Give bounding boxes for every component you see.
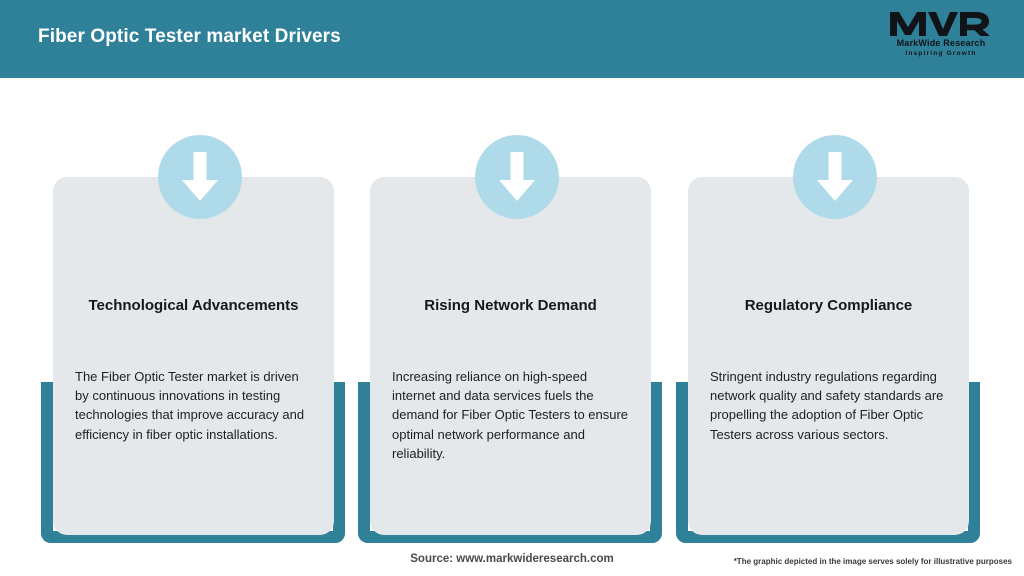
- driver-card-1: Technological Advancements The Fiber Opt…: [41, 135, 359, 545]
- down-arrow-icon: [158, 135, 242, 219]
- card-body-text: The Fiber Optic Tester market is driven …: [75, 369, 305, 442]
- logo-company-name: MarkWide Research: [896, 38, 986, 48]
- logo-tagline: Inspiring Growth: [905, 50, 977, 57]
- driver-card-3: Regulatory Compliance Stringent industry…: [676, 135, 994, 545]
- card-body-text: Increasing reliance on high-speed intern…: [392, 369, 629, 461]
- down-arrow-icon: [475, 135, 559, 219]
- card-heading: Rising Network Demand: [424, 297, 597, 314]
- driver-card-2: Rising Network Demand Increasing relianc…: [358, 135, 676, 545]
- logo-mark-icon: [880, 8, 1002, 38]
- card-panel: Regulatory Compliance Stringent industry…: [688, 177, 969, 535]
- card-heading: Technological Advancements: [88, 297, 299, 314]
- source-label: Source: www.markwideresearch.com: [410, 553, 614, 565]
- down-arrow-icon: [793, 135, 877, 219]
- disclaimer-note: *The graphic depicted in the image serve…: [733, 557, 1012, 566]
- header-band: [0, 0, 1024, 78]
- card-panel: Technological Advancements The Fiber Opt…: [53, 177, 334, 535]
- company-logo: MarkWide Research Inspiring Growth: [880, 8, 1002, 64]
- card-body-text: Stringent industry regulations regarding…: [710, 369, 944, 442]
- card-heading: Regulatory Compliance: [744, 297, 913, 314]
- card-panel: Rising Network Demand Increasing relianc…: [370, 177, 651, 535]
- page-title: Fiber Optic Tester market Drivers: [38, 26, 341, 47]
